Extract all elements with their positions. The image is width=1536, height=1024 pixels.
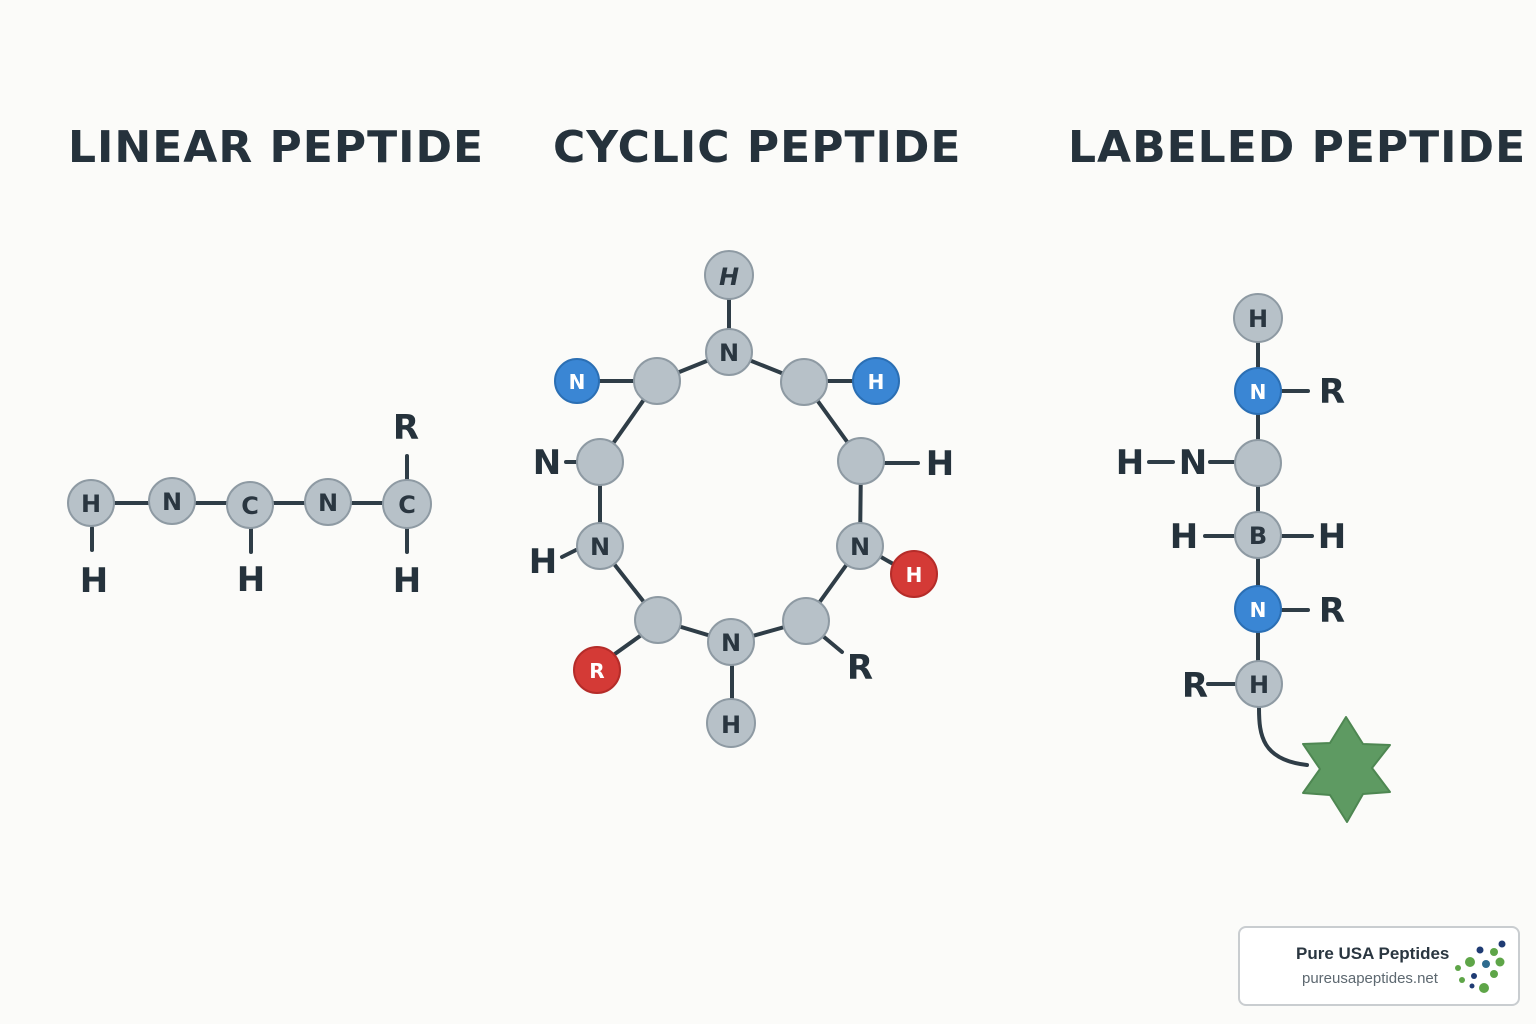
labeled-substituent: R xyxy=(1182,666,1208,706)
cyclic-substituent-atom: H xyxy=(704,250,754,300)
svg-text:R: R xyxy=(589,659,604,683)
linear-peptide-title: LINEAR PEPTIDE xyxy=(68,122,485,173)
labeled-substituent: H xyxy=(1318,517,1346,557)
svg-text:N: N xyxy=(719,339,739,367)
svg-text:N: N xyxy=(569,370,586,394)
brand-name: Pure USA Peptides xyxy=(1296,944,1450,963)
molecule-dots-icon xyxy=(1455,940,1506,993)
cyclic-substituent: N xyxy=(533,443,561,483)
cyclic-substituent: H xyxy=(926,444,954,484)
linear-substituent: R xyxy=(393,408,419,448)
brand-url: pureusapeptides.net xyxy=(1302,970,1438,987)
cyclic-ring-atom: N xyxy=(836,522,884,570)
cyclic-substituent-atom: H xyxy=(852,357,900,405)
cyclic-peptide-title: CYCLIC PEPTIDE xyxy=(553,122,962,173)
cyclic-ring-atom: N xyxy=(707,618,755,666)
cyclic-ring-atom xyxy=(837,437,885,485)
svg-text:H: H xyxy=(868,370,885,394)
linear-peptide-structure: H N C N C H H R H xyxy=(67,408,432,601)
cyclic-ring-atom xyxy=(576,438,624,486)
labeled-peptide-title: LABELED PEPTIDE xyxy=(1068,122,1527,173)
cyclic-substituent-atom: H xyxy=(706,698,756,748)
svg-text:N: N xyxy=(1250,380,1267,404)
labeled-substituent: H xyxy=(1170,517,1198,557)
svg-text:N: N xyxy=(162,488,182,516)
svg-text:C: C xyxy=(398,491,416,519)
cyclic-substituent-atom: R xyxy=(573,646,621,694)
labeled-atom: B xyxy=(1234,511,1282,559)
svg-text:N: N xyxy=(850,533,870,561)
svg-text:N: N xyxy=(318,489,338,517)
svg-text:B: B xyxy=(1249,522,1267,550)
svg-text:H: H xyxy=(721,711,741,739)
cyclic-substituent-atom: N xyxy=(554,358,600,404)
labeled-substituent: R xyxy=(1319,372,1345,412)
brand-badge: Pure USA Peptides pureusapeptides.net xyxy=(1238,926,1520,1006)
svg-text:N: N xyxy=(721,629,741,657)
labeled-substituent: N xyxy=(1179,443,1207,483)
labeled-substituent: R xyxy=(1319,591,1345,631)
linear-atom: H xyxy=(67,479,115,527)
svg-text:N: N xyxy=(590,533,610,561)
linear-atom: N xyxy=(304,478,352,526)
svg-text:C: C xyxy=(241,492,259,520)
cyclic-substituent: R xyxy=(847,648,873,688)
linear-substituent: H xyxy=(393,561,421,601)
cyclic-ring-atom: N xyxy=(576,522,624,570)
labeled-substituent: H xyxy=(1116,443,1144,483)
cyclic-peptide-structure: N N N N xyxy=(529,250,954,748)
linear-substituent: H xyxy=(237,560,265,600)
cyclic-substituent-atom: H xyxy=(890,550,938,598)
cyclic-ring-atom xyxy=(782,597,830,645)
cyclic-substituent: H xyxy=(529,542,557,582)
svg-text:H: H xyxy=(906,563,923,587)
svg-text:H: H xyxy=(1248,305,1268,333)
svg-text:H: H xyxy=(1249,671,1269,699)
linear-substituent: H xyxy=(80,561,108,601)
cyclic-ring-atom: N xyxy=(705,328,753,376)
labeled-peptide-structure: H N B N H R H N H H R R xyxy=(1116,293,1391,823)
cyclic-ring-atom xyxy=(633,357,681,405)
cyclic-ring-atom xyxy=(780,358,828,406)
cyclic-ring-atom xyxy=(634,596,682,644)
labeled-atom: H xyxy=(1235,660,1283,708)
labeled-atom: N xyxy=(1234,585,1282,633)
svg-text:H: H xyxy=(81,490,101,518)
labeled-atom: N xyxy=(1234,367,1282,415)
linear-atom: C xyxy=(382,479,432,529)
labeled-atom xyxy=(1234,439,1282,487)
svg-text:N: N xyxy=(1250,598,1267,622)
fluorescent-label-star-icon xyxy=(1302,716,1391,823)
svg-text:H: H xyxy=(719,263,739,291)
labeled-atom: H xyxy=(1233,293,1283,343)
linear-atom: N xyxy=(148,477,196,525)
linear-atom: C xyxy=(226,481,274,529)
